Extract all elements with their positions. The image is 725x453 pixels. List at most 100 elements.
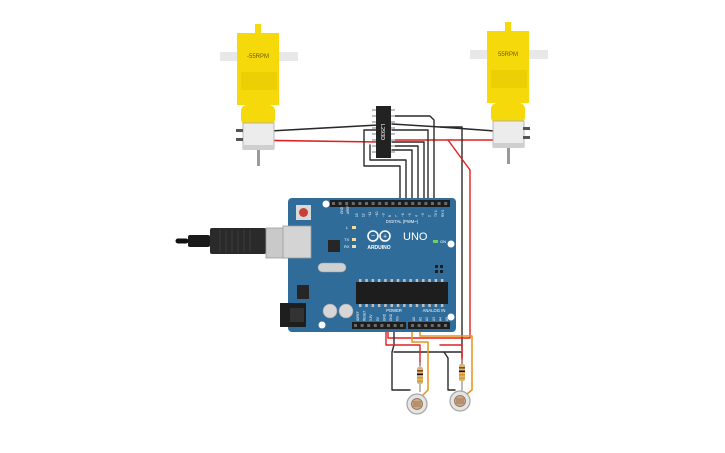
wire-a1-signal[interactable] [419,325,473,399]
power-header-hole[interactable] [387,324,390,327]
led-label-l: L [346,225,349,230]
digital-header-hole[interactable] [424,202,428,205]
photoresistor-left-trace [413,401,421,407]
digital-pin-label: 4 [414,215,418,217]
motor-left-terminal-a[interactable] [236,129,243,132]
digital-pin-label: 12 [362,213,366,217]
wire-l293d-loop-left[interactable] [363,129,401,201]
photoresistor-left[interactable] [406,393,428,415]
power-pin-label: 5V [376,316,380,321]
mount-hole-right [447,240,455,248]
power-header-hole[interactable] [354,324,357,327]
wire-5v-right-resistor[interactable] [439,344,463,366]
wire-right-gnd[interactable] [439,126,463,351]
digital-header-hole[interactable] [345,202,349,205]
motor-left[interactable]: -55RPM [220,24,298,166]
digital-header-hole[interactable] [332,202,335,205]
resistor-left[interactable] [417,362,423,392]
power-header[interactable] [352,322,406,329]
digital-header-hole[interactable] [431,202,434,205]
digital-header-hole[interactable] [391,202,395,205]
digital-pin-label: ~5 [408,213,412,217]
digital-header-hole[interactable] [444,202,448,205]
mount-hole-bottom-left [318,321,326,329]
atmega-pin [365,279,368,282]
photoresistor-right[interactable] [449,390,471,412]
analog-header-label: ANALOG IN [423,308,446,313]
analog-header[interactable] [408,322,450,329]
wire-gnd-right-sensor[interactable] [443,351,456,391]
motor-left-shaft [257,150,260,166]
led-label-on: ON [440,239,446,244]
capacitor-1 [322,303,338,319]
atmega-pin [440,304,444,307]
led-label-rx: RX [344,244,350,249]
motor-left-can-cap [243,145,274,150]
resistor-right[interactable] [459,360,465,392]
motor-right-terminal-a[interactable] [523,127,530,130]
power-header-hole[interactable] [380,324,384,327]
crystal [317,262,347,273]
wire-l293d-to-pin-a[interactable] [369,144,407,201]
digital-header-hole[interactable] [384,202,388,205]
motor-right-shade [491,70,527,88]
atmega-pin [377,304,381,307]
power-header-hole[interactable] [360,324,364,327]
analog-header-hole[interactable] [444,324,447,327]
digital-header-hole[interactable] [398,202,401,205]
analog-header-hole[interactable] [411,324,414,327]
reset-button-cap[interactable] [299,208,308,217]
motor-left-terminal-b[interactable] [236,138,243,141]
motor-left-gearbox [241,105,275,125]
wire-l293d-to-pin-e[interactable] [391,129,429,201]
analog-header-hole[interactable] [437,324,441,327]
digital-header-hole[interactable] [338,202,342,205]
wire-l293d-to-pin-c[interactable] [391,145,419,201]
analog-header-hole[interactable] [417,324,421,327]
atmega-pin [396,279,400,282]
capacitor-2 [338,303,354,319]
motor-right-terminal-b[interactable] [523,136,530,139]
digital-header-hole[interactable] [371,202,375,205]
power-header-hole[interactable] [373,324,377,327]
atmega-pin [359,279,362,282]
wire-l293d-to-pin-d[interactable] [391,141,425,201]
atmega-pin [371,304,375,307]
wire-l293d-to-pin-b[interactable] [391,149,413,201]
usb-socket [282,225,312,259]
wire-right-red[interactable] [387,139,471,339]
analog-header-hole[interactable] [430,324,434,327]
motor-right-can [492,120,525,148]
usb-cable[interactable] [175,227,297,259]
led-rx [352,245,356,248]
digital-header-hole[interactable] [404,202,408,205]
digital-header-hole[interactable] [437,202,441,205]
digital-header-hole[interactable] [351,202,355,205]
arduino-brand: ARDUINO [367,245,390,251]
digital-header[interactable] [330,200,450,207]
atmega-pin [403,304,406,307]
wire-gnd-left-sensor[interactable] [391,325,411,391]
power-header-hole[interactable] [367,324,371,327]
driver-ic[interactable]: L293D [372,106,395,158]
arduino-logo-minus: − [371,233,375,240]
analog-pin-label: A2 [425,317,429,321]
power-header-hole[interactable] [393,324,397,327]
atmega-pin [422,304,425,307]
arduino-uno[interactable]: L TX RX ON − + ARDUINO UNO DIGITAL (PWM~… [280,198,456,332]
digital-pin-label: ~10 [375,211,379,217]
motor-right-label: 55RPM [498,52,518,58]
digital-header-hole[interactable] [411,202,415,205]
atmega-pin [390,279,393,282]
digital-header-hole[interactable] [417,202,421,205]
wire-5v-left-resistor[interactable] [385,325,421,366]
power-header-hole[interactable] [400,324,404,327]
digital-header-hole[interactable] [365,202,368,205]
motor-right[interactable]: 55RPM [470,22,548,164]
wire-a0-signal[interactable] [411,325,429,399]
power-header-label: POWER [386,308,402,313]
resistor-right-band-3 [459,374,465,376]
digital-header-hole[interactable] [378,202,382,205]
analog-header-hole[interactable] [424,324,428,327]
digital-header-hole[interactable] [358,202,362,205]
